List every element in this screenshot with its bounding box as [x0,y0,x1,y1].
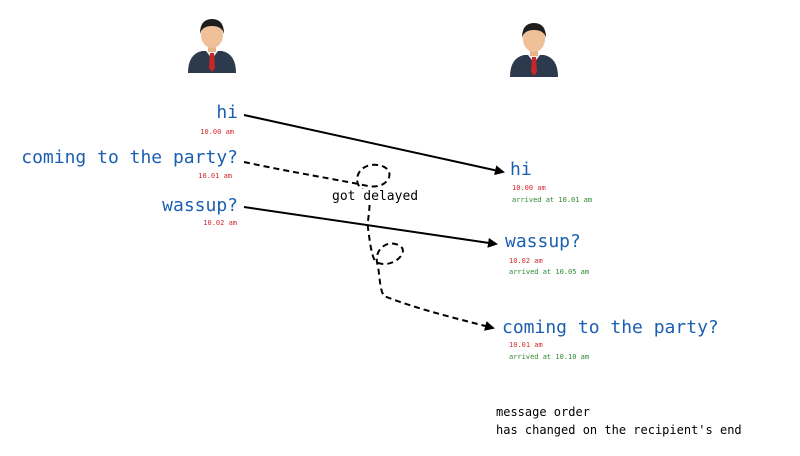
arrow-hi [243,114,505,176]
delay-label: got delayed [330,189,421,205]
arrow-delayed-coming-to-party [243,161,495,331]
recipient-message-1-time: 10.00 am [512,184,546,192]
recipient-message-2: wassup? [505,231,581,252]
note-line-1: message order [496,405,590,419]
sender-message-2-time: 10.01 am [198,172,232,180]
arrow-wassup [243,206,498,248]
sender-message-1: hi [216,102,238,123]
recipient-message-3: coming to the party? [502,317,719,338]
sender-message-1-time: 10.00 am [200,128,234,136]
recipient-message-3-arrival: arrived at 10.10 am [509,353,590,361]
recipient-message-3-time: 10.01 am [509,341,543,349]
recipient-message-1: hi [510,159,532,180]
recipient-avatar-icon [510,23,558,77]
recipient-message-2-time: 10.02 am [509,257,543,265]
recipient-message-1-arrival: arrived at 10.01 am [512,196,593,204]
sender-avatar-icon [188,19,236,73]
sender-message-3: wassup? [162,195,238,216]
recipient-message-2-arrival: arrived at 10.05 am [509,268,590,276]
sender-message-2: coming to the party? [21,147,238,168]
sender-message-3-time: 10.02 am [203,219,237,227]
note-line-2: has changed on the recipient's end [496,423,742,437]
